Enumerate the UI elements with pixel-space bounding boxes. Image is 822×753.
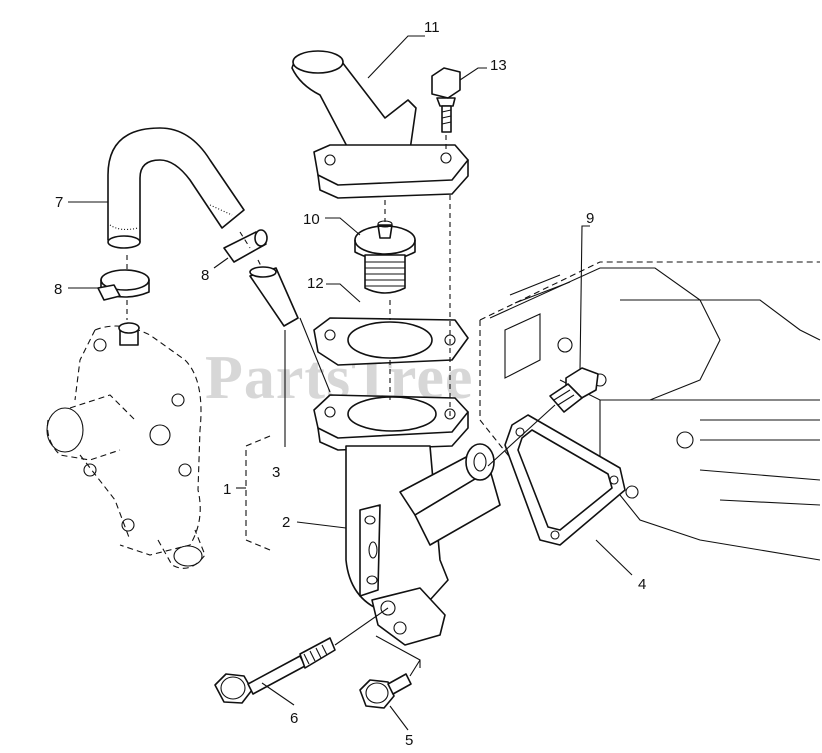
label-2: 2 bbox=[282, 514, 290, 531]
engine-block bbox=[479, 261, 821, 561]
label-3: 3 bbox=[272, 464, 280, 481]
label-13: 13 bbox=[490, 57, 507, 74]
label-11: 11 bbox=[424, 19, 440, 36]
small-clamp bbox=[223, 229, 268, 263]
label-9: 9 bbox=[586, 210, 594, 227]
label-4: 4 bbox=[638, 576, 646, 593]
label-12: 12 bbox=[307, 275, 324, 292]
plug bbox=[549, 367, 599, 413]
label-10: 10 bbox=[303, 211, 320, 228]
hose-clamp bbox=[97, 269, 150, 301]
outlet-elbow bbox=[291, 50, 469, 199]
alignment-lines bbox=[126, 135, 556, 677]
leader-lines bbox=[68, 35, 633, 731]
gasket-4 bbox=[504, 414, 626, 546]
label-5: 5 bbox=[405, 732, 413, 749]
water-pump bbox=[46, 322, 206, 569]
short-bolt bbox=[359, 673, 412, 709]
label-6: 6 bbox=[290, 710, 298, 727]
label-8-lower: 8 bbox=[54, 281, 62, 298]
assembly-bracket bbox=[245, 435, 271, 551]
long-bolt bbox=[214, 637, 336, 704]
hose bbox=[107, 127, 245, 249]
hose-fitting bbox=[249, 266, 299, 327]
label-8-upper: 8 bbox=[201, 267, 209, 284]
bolt-13 bbox=[431, 67, 461, 133]
label-1: 1 bbox=[223, 481, 231, 498]
thermostat bbox=[354, 220, 416, 294]
label-7: 7 bbox=[55, 194, 63, 211]
gasket-12 bbox=[313, 317, 469, 366]
thermostat-housing bbox=[313, 394, 501, 646]
